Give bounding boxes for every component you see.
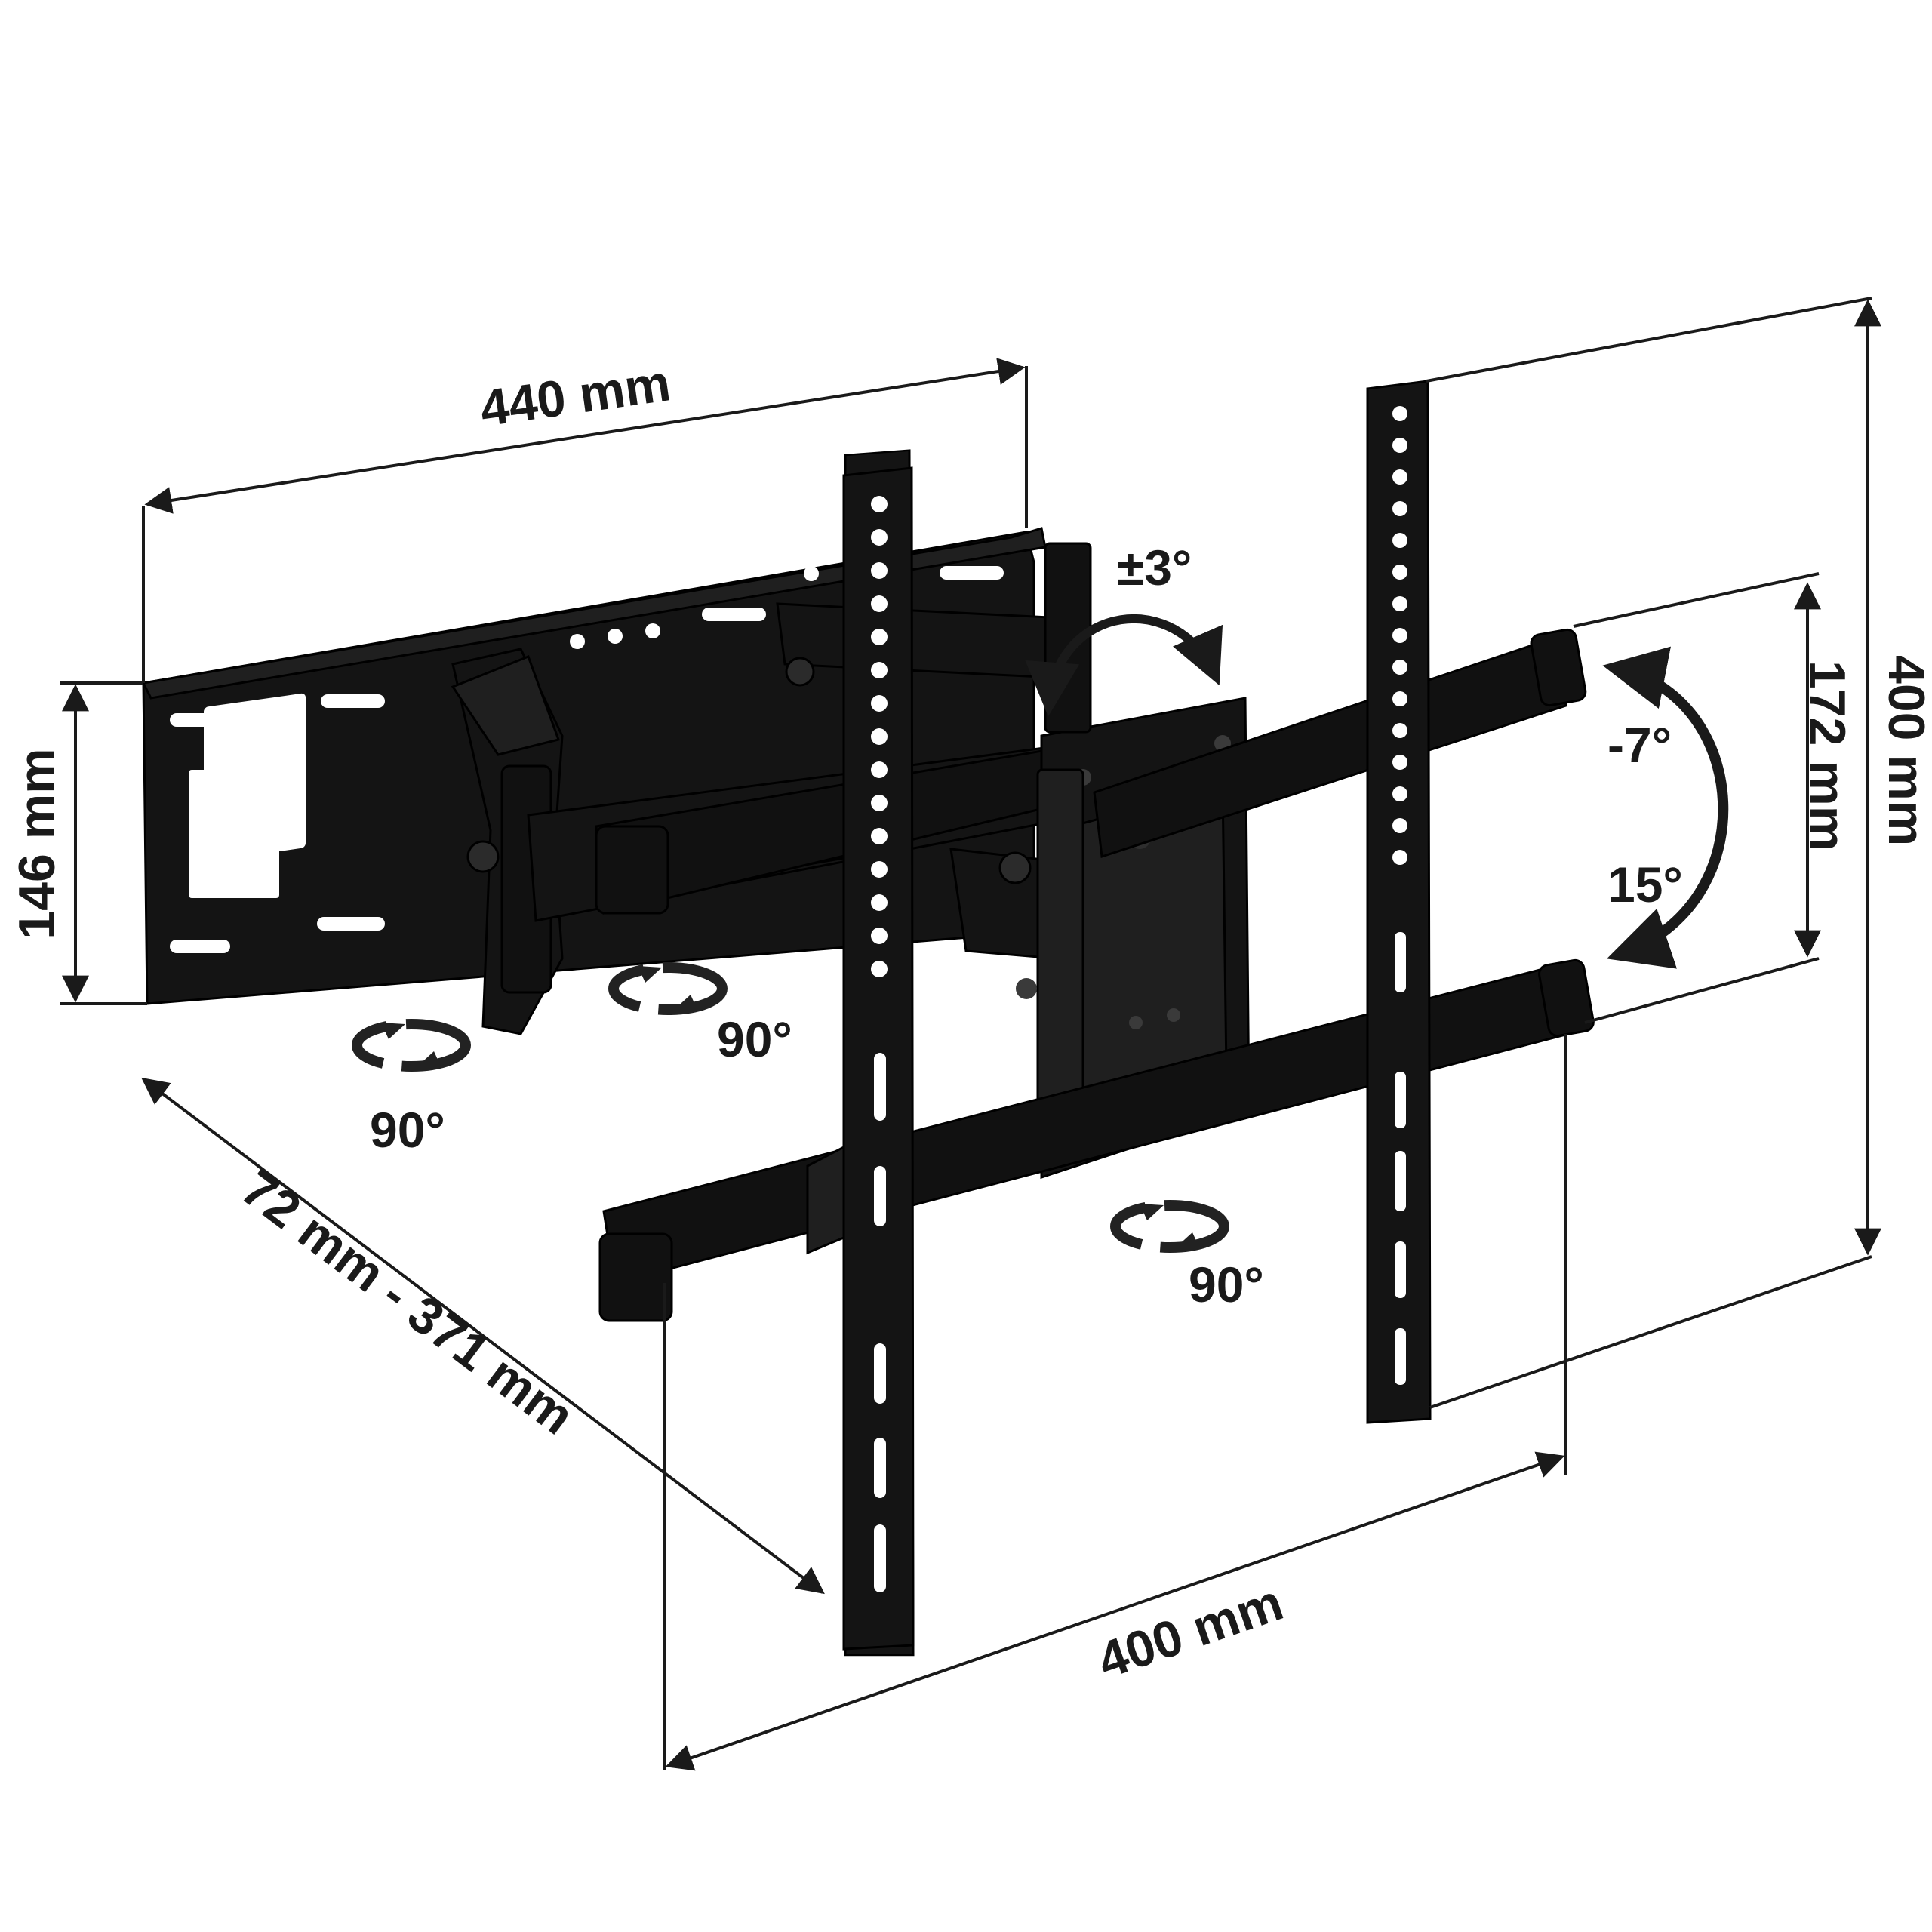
vesa-horizontal-label: 400 mm <box>1091 1574 1290 1690</box>
vesa-vertical-label: 400 mm <box>1878 655 1932 846</box>
tilt-arrow <box>1602 646 1729 969</box>
swivel-head-label: 90° <box>1189 1257 1264 1312</box>
arm-end-cap <box>595 825 669 915</box>
level-adjust-label: ±3° <box>1117 540 1192 595</box>
swivel-arm-label: 90° <box>717 1011 792 1067</box>
swivel-icon-wall <box>352 1019 471 1072</box>
wall-mount-product <box>141 380 1595 1657</box>
extension-label: 72 mm - 371 mm <box>231 1159 584 1445</box>
vesa-strap-right <box>1366 380 1432 1424</box>
motion-arrows <box>352 614 1729 1253</box>
rail-spacing-label: 172 mm <box>1798 660 1856 851</box>
swivel-wall-label: 90° <box>370 1102 445 1158</box>
swivel-icon-arm <box>608 962 728 1015</box>
wall-plate-height-label: 146 mm <box>8 748 66 939</box>
vesa-strap-left <box>806 449 915 1657</box>
swivel-icon-head <box>1110 1200 1229 1253</box>
tilt-up-label: -7° <box>1607 717 1672 773</box>
dimension-lines <box>60 297 1881 1771</box>
level-adjust-arrow <box>1025 614 1223 717</box>
tilt-down-label: 15° <box>1607 857 1683 912</box>
